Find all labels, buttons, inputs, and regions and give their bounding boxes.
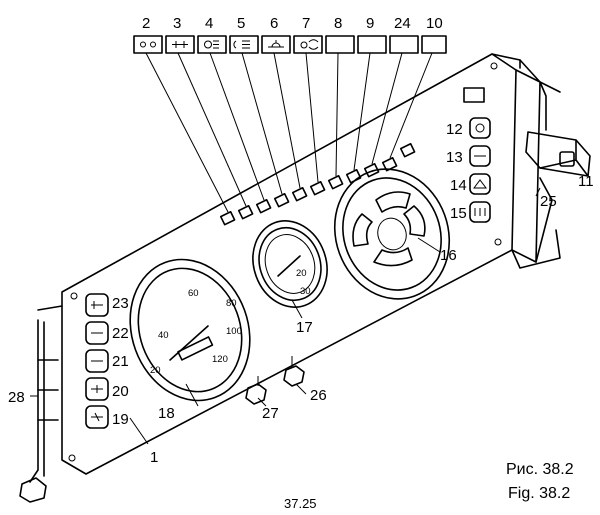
separate-switch-11 — [525, 131, 591, 177]
callout-2: 2 — [142, 15, 150, 32]
speed-tick-100: 100 — [226, 326, 242, 337]
left-switch-column — [85, 293, 109, 429]
callout-10: 10 — [426, 15, 443, 32]
speedometer: 20 40 60 80 100 120 — [129, 258, 251, 402]
gauge-window-right — [403, 205, 426, 237]
callout-25: 25 — [540, 193, 557, 210]
right-switch-column — [463, 87, 491, 223]
callout-20: 20 — [112, 383, 129, 400]
callout-9: 9 — [366, 15, 374, 32]
callout-24: 24 — [394, 15, 411, 32]
callout-17: 17 — [296, 319, 313, 336]
switch-15[interactable] — [469, 201, 491, 223]
bulb-sockets — [245, 356, 305, 405]
indicator-strip — [133, 35, 447, 54]
wiring-harness — [19, 81, 561, 503]
callout-13: 13 — [446, 149, 463, 166]
callout-leaders — [30, 187, 541, 445]
combination-gauge — [333, 168, 451, 300]
lamp-leader-lines — [145, 52, 433, 213]
switch-13[interactable] — [469, 145, 491, 167]
instrument-panel — [61, 53, 561, 475]
callout-15: 15 — [450, 205, 467, 222]
tacho-tick-20: 20 — [296, 268, 307, 279]
callout-19: 19 — [112, 411, 129, 428]
lamp-4-box — [197, 35, 227, 54]
lamp-3-box — [165, 35, 195, 54]
tacho-tick-30: 30 — [300, 286, 311, 297]
callout-21: 21 — [112, 353, 129, 370]
gauge-window-top — [375, 191, 411, 213]
callout-4: 4 — [205, 15, 213, 32]
lamp-7-box — [293, 35, 323, 54]
switch-19[interactable] — [85, 405, 109, 429]
tachometer: 20 30 — [252, 220, 328, 308]
lamp-10-box — [421, 35, 447, 54]
figure-caption-en: Fig. 38.2 — [508, 485, 570, 502]
speedometer-needle — [169, 325, 209, 361]
callout-1: 1 — [150, 449, 158, 466]
callout-11: 11 — [578, 173, 594, 190]
panel-plug — [463, 87, 485, 103]
lamp-5-box — [229, 35, 259, 54]
callout-23: 23 — [112, 295, 129, 312]
socket-27 — [245, 383, 267, 405]
gauge-window-bottom — [373, 247, 413, 267]
callout-28: 28 — [8, 389, 25, 406]
callout-12: 12 — [446, 121, 463, 138]
switch-12[interactable] — [469, 117, 491, 139]
lamp-2-box — [133, 35, 163, 54]
switch-22[interactable] — [85, 321, 109, 345]
callout-14: 14 — [450, 177, 467, 194]
callout-16: 16 — [440, 247, 457, 264]
lamp-9-box — [357, 35, 387, 54]
lamp-8-box — [325, 35, 355, 54]
lamp-24-box — [389, 35, 419, 54]
speed-tick-20: 20 — [150, 365, 161, 376]
switch-23[interactable] — [85, 293, 109, 317]
switch-14[interactable] — [469, 173, 491, 195]
speed-tick-60: 60 — [188, 288, 199, 299]
panel-front-face — [61, 53, 517, 475]
callout-22: 22 — [112, 325, 129, 342]
callout-labels: 2 3 4 5 6 7 8 9 24 10 12 13 14 15 16 11 … — [8, 15, 594, 466]
lamp-6-box — [261, 35, 291, 54]
switch-20[interactable] — [85, 377, 109, 401]
speed-tick-40: 40 — [158, 330, 169, 341]
callout-6: 6 — [270, 15, 278, 32]
panel-lamp-windows — [219, 142, 416, 226]
callout-26: 26 — [310, 387, 327, 404]
page-reference: 37.25 — [284, 496, 317, 511]
speed-tick-80: 80 — [226, 298, 237, 309]
socket-26 — [283, 365, 305, 387]
callout-7: 7 — [302, 15, 310, 32]
switch-21[interactable] — [85, 349, 109, 373]
connector-28 — [19, 477, 47, 503]
tachometer-needle — [277, 255, 301, 277]
callout-18: 18 — [158, 405, 175, 422]
callout-3: 3 — [173, 15, 181, 32]
callout-27: 27 — [262, 405, 279, 422]
callout-5: 5 — [237, 15, 245, 32]
gauge-window-left — [352, 213, 373, 247]
figure-caption-ru: Рис. 38.2 — [506, 461, 574, 478]
speed-tick-120: 120 — [212, 354, 228, 365]
odometer — [177, 336, 214, 361]
callout-8: 8 — [334, 15, 342, 32]
